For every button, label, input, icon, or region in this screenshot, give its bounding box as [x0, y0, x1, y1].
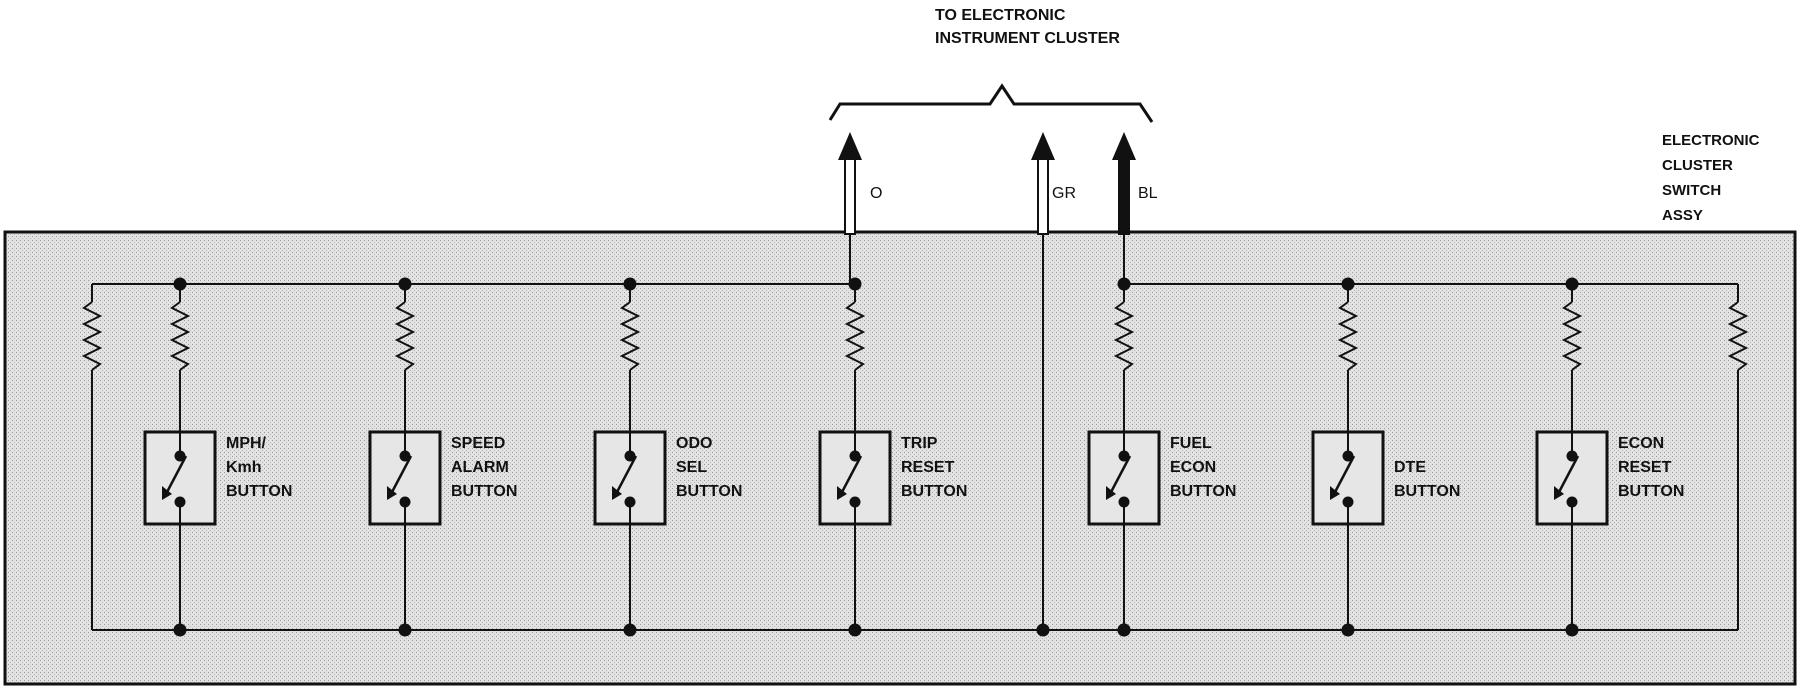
switch-branch-speed-alarm-button: SPEED ALARM BUTTON — [368, 277, 517, 637]
resistor-symbol — [1337, 301, 1359, 371]
assembly-label-line3: SWITCH — [1662, 182, 1721, 199]
assembly-label-line2: CLUSTER — [1662, 157, 1733, 174]
switch-lever — [1556, 455, 1580, 495]
switch-lever — [1332, 455, 1356, 495]
switch-contact — [399, 450, 411, 462]
switch-contact — [624, 450, 636, 462]
switch-label-line: BUTTON — [226, 483, 292, 500]
switch-branch-odo-sel-button: ODO SEL BUTTON — [593, 277, 742, 637]
wire-label-o: O — [870, 185, 882, 202]
right-edge-resistor — [1727, 284, 1749, 630]
wire-bl: BL — [1112, 132, 1158, 284]
junction-dot — [1117, 623, 1131, 637]
switch-contact — [849, 450, 861, 462]
arrow-up-icon — [1031, 132, 1055, 160]
switch-label-line: BUTTON — [901, 483, 967, 500]
assembly-label-line1: ELECTRONIC — [1662, 132, 1760, 149]
switch-label-line: Kmh — [226, 459, 262, 476]
switch-arrow-icon — [1330, 486, 1340, 500]
switch-lever — [839, 455, 863, 495]
arrow-up-icon — [838, 132, 862, 160]
destination-label-line1: TO ELECTRONIC — [935, 7, 1066, 24]
switch-arrow-icon — [387, 486, 397, 500]
switch-contact — [174, 450, 186, 462]
resistor-symbol — [1561, 301, 1583, 371]
resistor-symbol — [619, 301, 641, 371]
switch-lever — [164, 455, 188, 495]
switch-label-line: BUTTON — [1618, 483, 1684, 500]
assembly-label-line4: ASSY — [1662, 207, 1703, 224]
wire-gr: GR — [1031, 132, 1076, 630]
switch-arrow-icon — [1554, 486, 1564, 500]
switch-label-line: BUTTON — [676, 483, 742, 500]
wire-label-bl: BL — [1138, 185, 1158, 202]
junction-dot — [1036, 623, 1050, 637]
switch-label-line: FUEL — [1170, 435, 1212, 452]
switch-label-line: SPEED — [451, 435, 505, 452]
switch-label-line: BUTTON — [451, 483, 517, 500]
switch-label-line: ECON — [1170, 459, 1216, 476]
resistor-symbol — [844, 301, 866, 371]
destination-label-line2: INSTRUMENT CLUSTER — [935, 30, 1120, 47]
switch-arrow-icon — [837, 486, 847, 500]
switch-label-line: MPH/ — [226, 435, 267, 452]
switch-branch-econ-reset-button: ECON RESET BUTTON — [1535, 277, 1684, 637]
switch-lever — [614, 455, 638, 495]
switch-arrow-icon — [1106, 486, 1116, 500]
switch-label-line: ALARM — [451, 459, 509, 476]
switch-assembly-panel — [3, 230, 1797, 686]
switch-contact — [1118, 450, 1130, 462]
switch-label-line: SEL — [676, 459, 707, 476]
switch-label-line: ECON — [1618, 435, 1664, 452]
switch-arrow-icon — [162, 486, 172, 500]
resistor-symbol — [1113, 301, 1135, 371]
switch-label-line: DTE — [1394, 459, 1426, 476]
wire-o: O — [838, 132, 882, 284]
switch-lever — [389, 455, 413, 495]
resistor-symbol — [169, 301, 191, 371]
switch-contact — [1342, 450, 1354, 462]
switch-label-line: BUTTON — [1394, 483, 1460, 500]
switch-label-line: BUTTON — [1170, 483, 1236, 500]
switch-arrow-icon — [612, 486, 622, 500]
switch-label-line: RESET — [901, 459, 955, 476]
switch-label-line: RESET — [1618, 459, 1672, 476]
switch-contact — [1566, 450, 1578, 462]
arrow-up-icon — [1112, 132, 1136, 160]
switch-label-line: TRIP — [901, 435, 938, 452]
switch-branch-trip-reset-button: TRIP RESET BUTTON — [818, 277, 967, 637]
switch-lever — [1108, 455, 1132, 495]
wire-label-gr: GR — [1052, 185, 1076, 202]
wire-group-brace — [828, 83, 1154, 123]
left-edge-resistor — [81, 284, 103, 630]
switch-branch-dte-button: DTE BUTTON — [1311, 277, 1460, 637]
resistor-symbol — [394, 301, 416, 371]
switch-label-line: ODO — [676, 435, 712, 452]
